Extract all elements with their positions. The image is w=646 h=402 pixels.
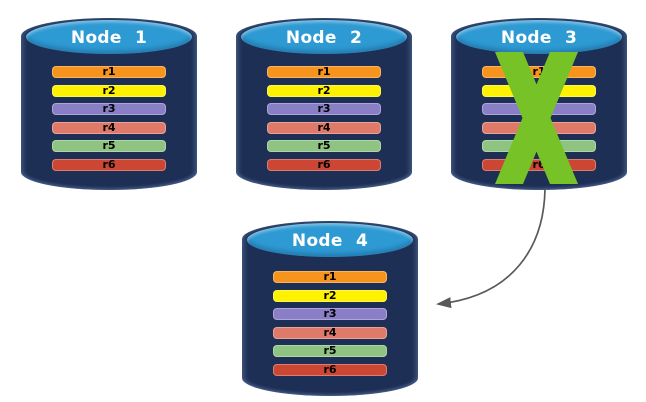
node-2: Node 2 r1 r2 r3 r4 r5 r6 bbox=[236, 18, 412, 190]
node-2-row-list: r1 r2 r3 r4 r5 r6 bbox=[267, 66, 381, 171]
node-4-label: Node 4 bbox=[291, 231, 369, 251]
row-bar-r3: r3 bbox=[267, 103, 381, 115]
row-bar-r5: r5 bbox=[267, 140, 381, 152]
failure-x-icon bbox=[495, 52, 578, 184]
failover-arrow-path bbox=[436, 188, 546, 309]
row-bar-r2: r2 bbox=[267, 84, 381, 97]
row-bar-r5: r5 bbox=[273, 345, 387, 357]
row-bar-r3: r3 bbox=[273, 308, 387, 320]
row-bar-r1: r1 bbox=[273, 271, 387, 283]
row-bar-r2: r2 bbox=[273, 289, 387, 302]
x-stroke-right bbox=[495, 52, 578, 184]
node-1-row-list: r1 r2 r3 r4 r5 r6 bbox=[52, 66, 166, 171]
row-bar-r1: r1 bbox=[52, 66, 166, 78]
row-bar-r4: r4 bbox=[52, 121, 166, 134]
node-4-cylinder-top: Node 4 bbox=[247, 223, 413, 257]
node-1-label: Node 1 bbox=[70, 28, 148, 48]
row-bar-r3: r3 bbox=[52, 103, 166, 115]
node-2-cylinder-top: Node 2 bbox=[241, 20, 407, 54]
node-1-cylinder-top: Node 1 bbox=[26, 20, 192, 54]
row-bar-r4: r4 bbox=[267, 121, 381, 134]
row-bar-r6: r6 bbox=[52, 158, 166, 171]
row-bar-r2: r2 bbox=[52, 84, 166, 97]
row-bar-r4: r4 bbox=[273, 326, 387, 339]
node-3-label: Node 3 bbox=[500, 28, 578, 48]
row-bar-r5: r5 bbox=[52, 140, 166, 152]
node-3-cylinder-top: Node 3 bbox=[456, 20, 622, 54]
node-4: Node 4 r1 r2 r3 r4 r5 r6 bbox=[242, 221, 418, 396]
row-bar-r6: r6 bbox=[273, 363, 387, 376]
row-bar-r1: r1 bbox=[267, 66, 381, 78]
row-bar-r6: r6 bbox=[267, 158, 381, 171]
node-2-label: Node 2 bbox=[285, 28, 363, 48]
node-1: Node 1 r1 r2 r3 r4 r5 r6 bbox=[21, 18, 197, 190]
node-4-row-list: r1 r2 r3 r4 r5 r6 bbox=[273, 271, 387, 376]
